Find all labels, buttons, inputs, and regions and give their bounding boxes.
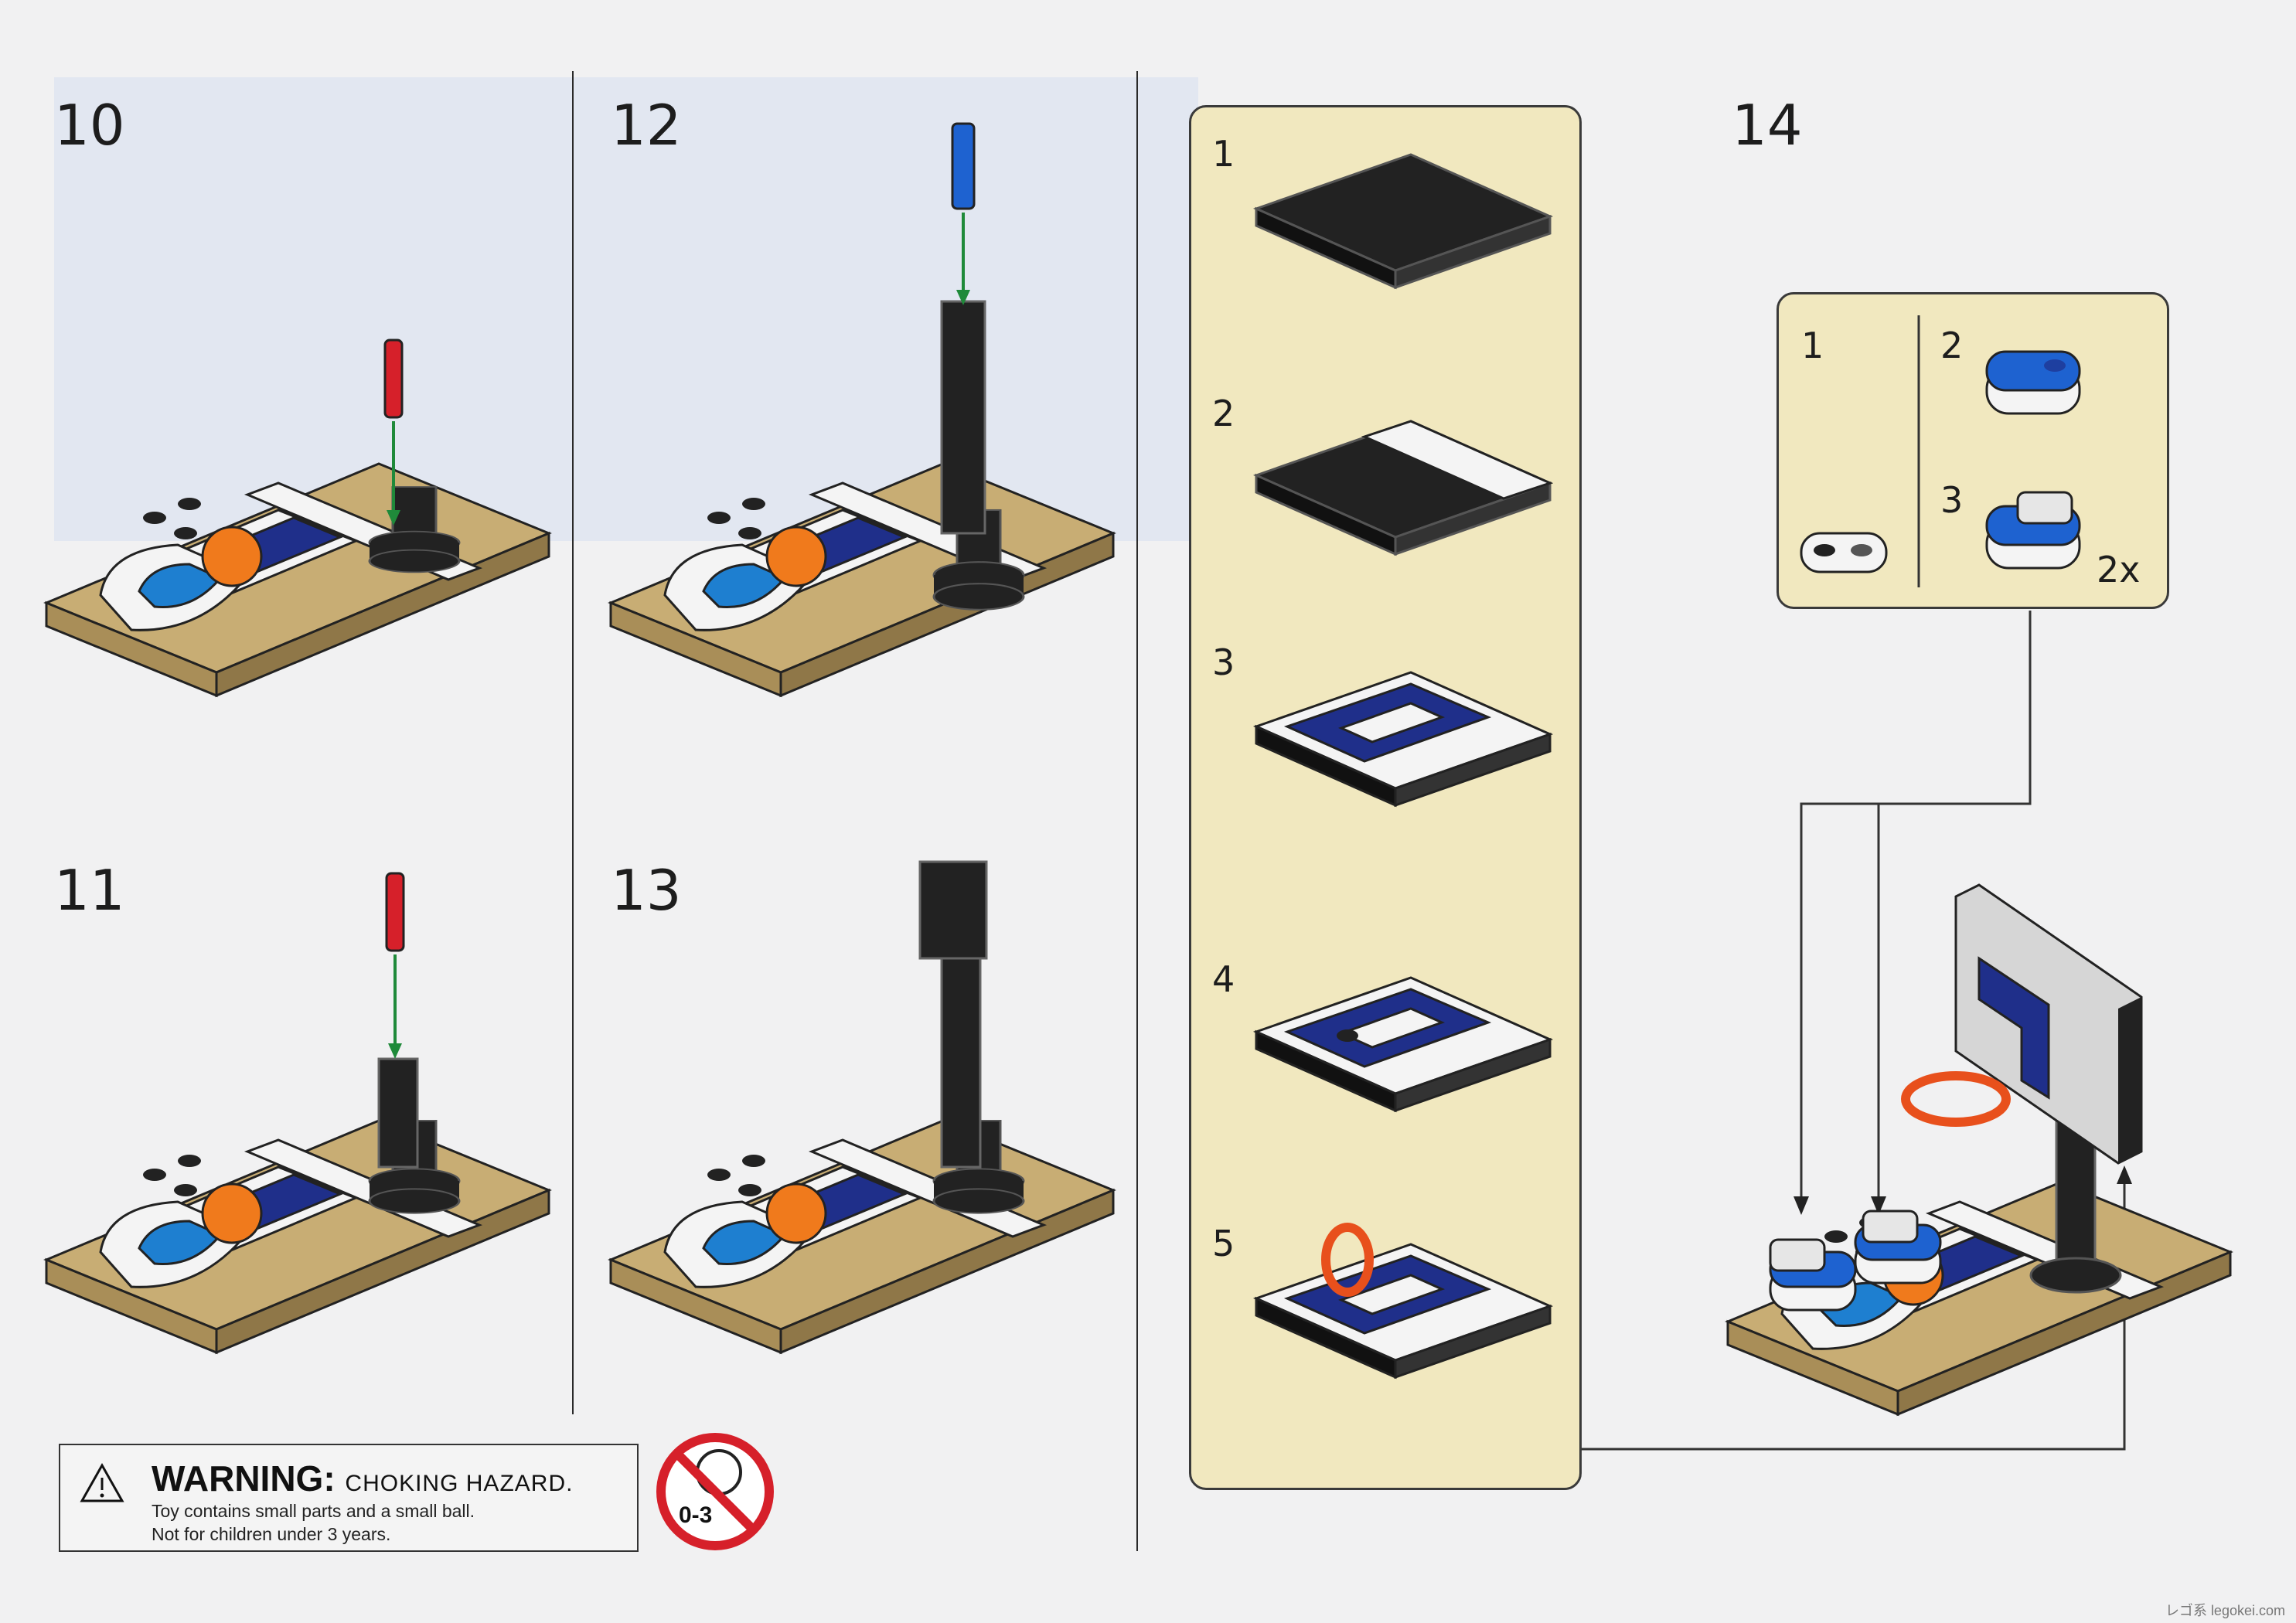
- step-number-11: 11: [54, 858, 125, 923]
- step-13-pole: [940, 949, 982, 1169]
- warning-subtitle: CHOKING HAZARD.: [345, 1471, 574, 1496]
- sub-step-2-plate: [1255, 420, 1554, 556]
- step-13-bracket: [918, 860, 988, 960]
- callout-number-1: 1: [1801, 325, 1824, 366]
- callout-connector: [1800, 611, 2032, 1206]
- callout-part-2: [1985, 350, 2081, 415]
- sub-step-number-5: 5: [1212, 1223, 1235, 1264]
- watermark: レゴ系 legokei.com: [2165, 1603, 2285, 1618]
- sub-step-3-plate: [1255, 671, 1552, 807]
- sub-step-number-1: 1: [1212, 133, 1235, 175]
- sub-step-number-3: 3: [1212, 641, 1235, 683]
- step-12-pole: [940, 300, 986, 535]
- warning-label: WARNING:: [152, 1458, 336, 1499]
- age-badge-label: 0-3: [679, 1502, 713, 1528]
- age-prohibition-icon: [656, 1433, 774, 1550]
- warning-line-2: Not for children under 3 years.: [152, 1524, 391, 1544]
- callout-part-1: [1800, 532, 1888, 573]
- column-divider-1: [572, 71, 574, 1414]
- step-11-red-part: [385, 872, 405, 952]
- step-14-pole: [2055, 1119, 2097, 1277]
- callout-number-3: 3: [1940, 479, 1964, 521]
- callout-number-2: 2: [1940, 325, 1964, 366]
- step-11-illustration: [45, 1119, 550, 1354]
- step-13-illustration: [609, 1119, 1115, 1354]
- warning-line-1: Toy contains small parts and a small bal…: [152, 1501, 475, 1521]
- warning-triangle-icon: [80, 1462, 124, 1502]
- sub-step-5-plate: [1255, 1223, 1552, 1379]
- step-number-10: 10: [54, 93, 125, 158]
- step-12-illustration: [609, 462, 1115, 697]
- step-10-red-part: [383, 339, 404, 419]
- sub-step-number-4: 4: [1212, 958, 1235, 1000]
- preview-tint: [54, 77, 1198, 541]
- callout-part-3: [1985, 491, 2081, 570]
- step-number-14: 14: [1732, 93, 1803, 158]
- step-number-13: 13: [611, 858, 682, 923]
- sub-step-number-2: 2: [1212, 393, 1235, 434]
- step-12-blue-pin: [951, 122, 976, 210]
- quantity-label: 2x: [2097, 549, 2141, 590]
- warning-title: WARNING: CHOKING HAZARD.: [152, 1458, 573, 1499]
- step-11-pole: [377, 1057, 419, 1169]
- sub-step-1-plate: [1255, 153, 1552, 289]
- step-14-shoe-2: [1854, 1210, 1942, 1284]
- step-14-shoe-1: [1769, 1238, 1857, 1312]
- sub-step-4-plate: [1255, 976, 1552, 1112]
- step-14-hoop-ring: [1901, 1071, 2011, 1127]
- column-divider-2: [1136, 71, 1138, 1551]
- step-14-backboard: [1954, 883, 2143, 1165]
- step-number-12: 12: [611, 93, 682, 158]
- warning-box: WARNING: CHOKING HAZARD. Toy contains sm…: [59, 1444, 639, 1552]
- step-10-illustration: [45, 462, 550, 697]
